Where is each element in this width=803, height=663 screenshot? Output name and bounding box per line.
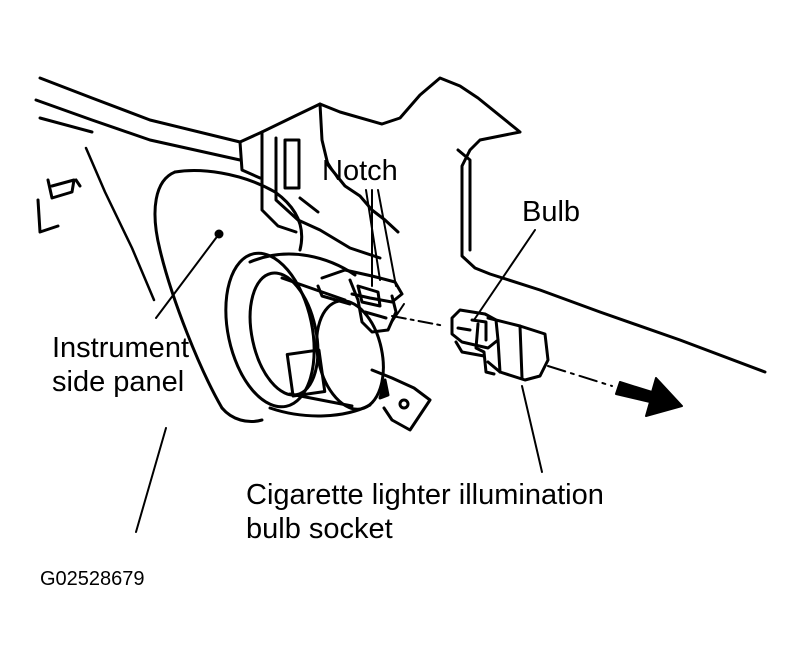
notch-label: Notch <box>322 155 398 187</box>
removal-axis <box>391 315 613 387</box>
cigarette-lighter-socket <box>224 251 432 432</box>
arrow-right-icon <box>615 377 683 417</box>
bulb-label: Bulb <box>522 196 581 228</box>
bulb <box>450 308 550 382</box>
figure-code: G02528679 <box>40 568 145 590</box>
panel-bracket <box>34 76 767 374</box>
instrument-side-panel <box>84 146 304 423</box>
socket-label: Cigarette lighter illumination bulb sock… <box>246 479 604 545</box>
instrument-side-panel-label: Instrument side panel <box>52 332 189 398</box>
panel-left-stub <box>36 178 82 234</box>
leader-lines <box>135 189 543 533</box>
